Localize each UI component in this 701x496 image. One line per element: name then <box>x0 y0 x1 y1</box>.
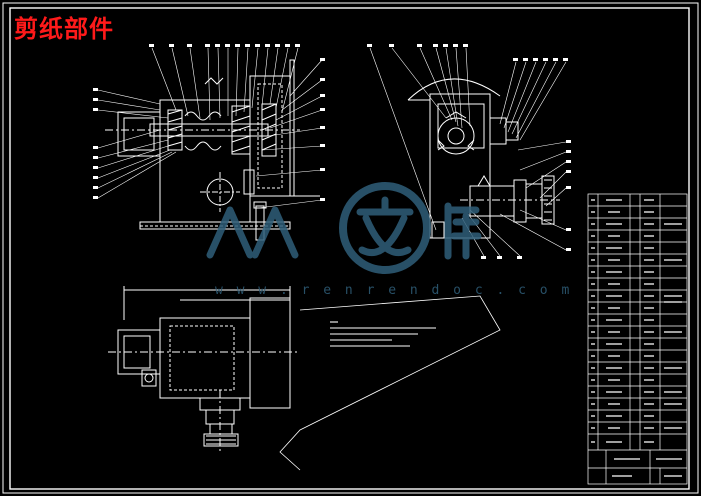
technical-notes <box>330 321 436 347</box>
parts-list-marks <box>591 199 682 477</box>
top-view <box>108 286 300 452</box>
drawing-title: 剪纸部件 <box>14 14 114 43</box>
side-view-balloon-marks <box>367 44 571 259</box>
front-view-leaders <box>97 47 323 209</box>
front-view-balloon-marks <box>93 44 325 201</box>
section-outline <box>279 295 501 471</box>
front-view <box>105 59 320 241</box>
side-view-leaders <box>369 47 567 257</box>
gear-hatch <box>167 103 277 157</box>
parts-list-table <box>587 193 688 485</box>
watermark-url: w w w . r e n r e n d o c . c o m <box>215 283 573 298</box>
watermark-logo <box>206 182 482 274</box>
